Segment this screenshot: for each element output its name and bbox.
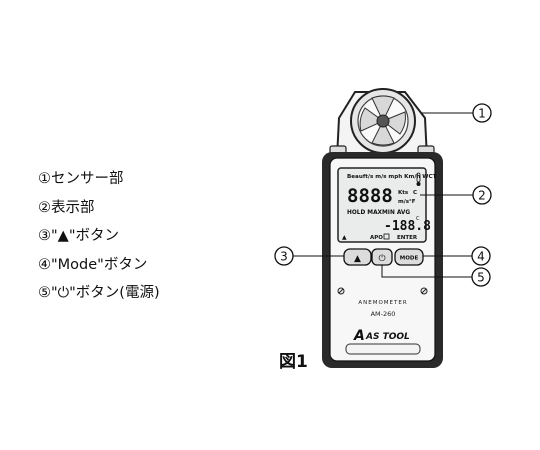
lcd-main-digits: 8888	[347, 185, 393, 207]
lcd-unit-c2: C	[416, 216, 420, 222]
callout-4: 4	[471, 246, 491, 266]
mode-button-label: MODE	[400, 256, 419, 262]
lcd-unit-mf: m/s°F	[398, 199, 416, 205]
brand-logo: A AS TOOL	[353, 328, 410, 344]
power-button[interactable]: ⏻	[371, 248, 393, 266]
brand-mark: A	[353, 328, 365, 344]
mode-button[interactable]: MODE	[394, 248, 424, 266]
legend-item-mode-button: ④"Mode"ボタン	[38, 256, 148, 273]
up-arrow-icon: ▲	[354, 254, 361, 264]
bottom-grip	[345, 343, 421, 355]
up-button[interactable]: ▲	[343, 248, 372, 266]
product-type-label: ANEMOMETER	[358, 300, 407, 306]
callout-2: 2	[472, 185, 492, 205]
svg-text:2: 2	[478, 189, 486, 203]
callout-1: 1	[472, 103, 492, 123]
lcd-unit-kts: Kts	[398, 190, 409, 196]
svg-text:4: 4	[477, 250, 485, 264]
lcd-status-row: HOLD MAXMIN AVG	[347, 210, 410, 216]
callout-5: 5	[471, 267, 491, 287]
svg-text:3: 3	[280, 250, 288, 264]
legend: ①センサー部 ②表示部 ③"▲"ボタン ④"Mode"ボタン ⑤"⏻"ボタン(電…	[38, 165, 238, 308]
legend-item-up-button: ③"▲"ボタン	[38, 228, 119, 244]
svg-text:5: 5	[477, 271, 485, 285]
lcd-units-row: Beauft/s m/s mph Km/h WCT	[347, 174, 437, 180]
callout-3: 3	[274, 246, 294, 266]
lcd-sub-digits: -188.8	[384, 219, 431, 234]
thermometer-icon	[416, 172, 421, 186]
lcd-enter-label: ENTER	[397, 235, 418, 241]
lcd-apo-label: APO	[370, 235, 383, 241]
legend-item-display: ②表示部	[38, 199, 95, 216]
sensor-fan-housing	[329, 88, 435, 159]
screw-icons	[337, 287, 428, 295]
apo-indicator-icon	[383, 233, 390, 240]
brand-name: AS TOOL	[365, 332, 410, 342]
legend-item-sensor: ①センサー部	[38, 171, 124, 187]
callout-lines	[293, 112, 473, 278]
legend-item-power-button: ⑤"⏻"ボタン(電源)	[38, 285, 160, 301]
lcd-display: Beauft/s m/s mph Km/h WCT 8888 Kts C m/s…	[337, 167, 437, 243]
power-icon: ⏻	[378, 253, 385, 264]
lcd-up-arrow: ▲	[342, 234, 347, 241]
svg-text:1: 1	[478, 107, 486, 121]
figure-label: 図1	[279, 352, 308, 372]
model-label: AM-260	[371, 310, 396, 318]
lcd-unit-c: C	[413, 190, 417, 196]
